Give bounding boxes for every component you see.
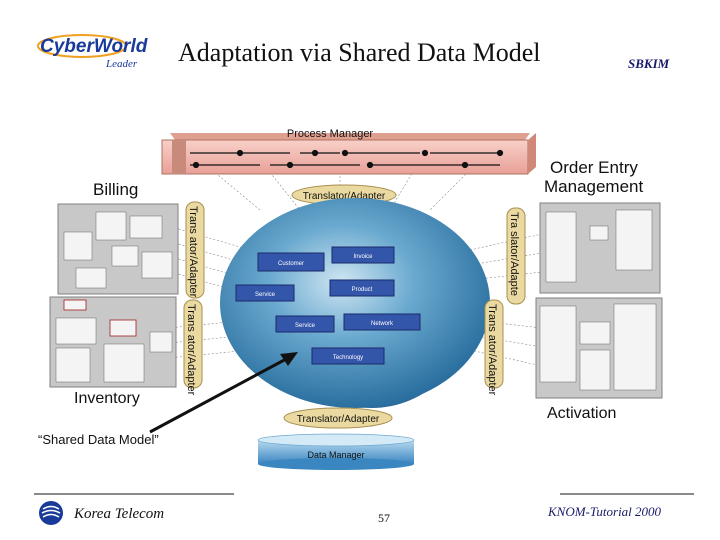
entity-service-upper: Service: [235, 284, 295, 302]
svg-text:Technology: Technology: [333, 355, 363, 361]
activation-label: Activation: [547, 405, 617, 422]
translator-right-upper: Tra slator/Adapte: [506, 207, 526, 305]
cyberworld-logo: CyberWorld Leader: [34, 30, 164, 72]
svg-text:Trans ator/Adapter: Trans ator/Adapter: [185, 304, 197, 396]
svg-text:Invoice: Invoice: [353, 254, 373, 260]
shared-data-sphere: [220, 198, 490, 408]
page-title: Adaptation via Shared Data Model: [178, 38, 541, 67]
svg-text:Network: Network: [371, 321, 394, 327]
korea-telecom-logo-icon: [38, 500, 64, 526]
footer-divider-left: [34, 493, 234, 495]
svg-text:Trans ator/Adapter: Trans ator/Adapter: [187, 206, 199, 298]
svg-text:Service: Service: [295, 323, 316, 329]
entity-network: Network: [343, 313, 421, 331]
translator-left-upper: Trans ator/Adapter: [185, 201, 205, 299]
order-entry-label-line1: Order Entry: [550, 158, 638, 177]
svg-text:Customer: Customer: [278, 261, 304, 267]
svg-text:Service: Service: [255, 292, 276, 298]
company-name: Korea Telecom: [74, 506, 165, 522]
pointer-arrow: [149, 352, 298, 434]
billing-label: Billing: [93, 180, 139, 199]
entity-boxes: Customer Invoice Service Product Service…: [235, 246, 421, 365]
svg-text:Trans ator/Adapter: Trans ator/Adapter: [486, 304, 498, 396]
translator-bottom-label: Translator/Adapter: [297, 414, 380, 425]
entity-service-lower: Service: [275, 315, 335, 333]
activation-panel: [535, 297, 663, 399]
entity-product: Product: [329, 279, 395, 297]
inventory-label: Inventory: [74, 390, 140, 407]
order-entry-label-line2: Management: [544, 177, 644, 196]
data-manager: Data Manager: [257, 433, 415, 470]
entity-invoice: Invoice: [331, 246, 395, 264]
process-manager: Process Manager: [161, 128, 536, 175]
entity-customer: Customer: [257, 252, 325, 272]
logo-text: CyberWorld: [40, 36, 148, 57]
data-manager-label: Data Manager: [307, 450, 364, 460]
translator-left-lower: Trans ator/Adapter: [183, 299, 203, 396]
entity-technology: Technology: [311, 347, 385, 365]
translator-top-label: Translator/Adapter: [303, 191, 386, 202]
translator-bottom: Translator/Adapter: [283, 407, 393, 429]
footer-divider-right: [560, 493, 694, 495]
svg-text:Tra slator/Adapte: Tra slator/Adapte: [508, 212, 520, 296]
logo-sub: Leader: [105, 58, 138, 70]
order-entry-panel: [539, 202, 661, 294]
shared-data-model-label: “Shared Data Model”: [38, 432, 159, 447]
author-label: SBKIM: [628, 56, 670, 71]
inventory-panel: [49, 296, 177, 388]
translator-right-lower: Trans ator/Adapter: [484, 299, 504, 396]
tutorial-label: KNOM-Tutorial 2000: [548, 504, 662, 519]
svg-text:Product: Product: [352, 287, 373, 293]
page-number: 57: [378, 511, 390, 525]
billing-panel: [57, 203, 179, 295]
process-manager-label: Process Manager: [287, 128, 374, 140]
